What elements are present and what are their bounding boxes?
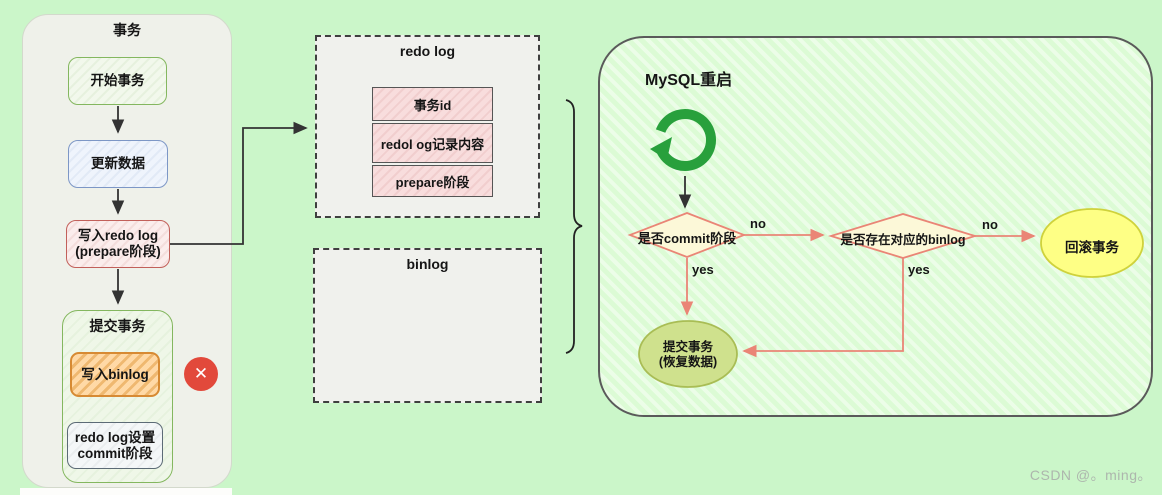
write-redo-log-node: 写入redo log (prepare阶段) xyxy=(66,220,170,268)
redo-row-prepare-stage: prepare阶段 xyxy=(372,165,493,197)
redo-row-transaction-id: 事务id xyxy=(372,87,493,121)
brace xyxy=(565,99,583,354)
redo-commit-stage-line1: redo log设置 xyxy=(74,429,156,445)
binlog-panel-title: binlog xyxy=(406,256,449,272)
commit-recover-line1: 提交事务 xyxy=(662,340,713,354)
redo-row-record-content: redol og记录内容 xyxy=(372,123,493,163)
mysql-restart-title: MySQL重启 xyxy=(645,72,733,89)
commit-group-title: 提交事务 xyxy=(89,318,146,334)
write-redo-log-line1: 写入redo log xyxy=(77,228,159,243)
rollback-label: 回滚事务 xyxy=(1065,240,1119,255)
bottom-white-strip xyxy=(20,488,232,495)
csdn-watermark: CSDN @。ming。 xyxy=(1029,467,1152,483)
write-redo-log-line2: (prepare阶段) xyxy=(75,244,161,259)
decision1-label: 是否commit阶段 xyxy=(637,231,737,246)
decision1-no-label: no xyxy=(750,216,766,231)
redo-commit-stage-node: redo log设置 commit阶段 xyxy=(67,422,163,469)
commit-recover-label: 提交事务 (恢复数据) xyxy=(639,340,737,370)
start-transaction-node: 开始事务 xyxy=(68,57,167,105)
decision2-no-label: no xyxy=(982,217,998,232)
binlog-panel xyxy=(313,248,542,403)
redo-commit-stage-line2: commit阶段 xyxy=(77,445,153,461)
update-data-node: 更新数据 xyxy=(68,140,168,188)
decision2-label: 是否存在对应的binlog xyxy=(840,233,966,247)
commit-recover-line2: (恢复数据) xyxy=(658,355,718,369)
transaction-panel-title: 事务 xyxy=(113,22,141,38)
decision2-yes-label: yes xyxy=(908,262,930,277)
decision1-yes-label: yes xyxy=(692,262,714,277)
redo-log-panel-title: redo log xyxy=(399,43,456,59)
error-cross-icon: ✕ xyxy=(184,357,218,391)
write-binlog-node: 写入binlog xyxy=(70,352,160,397)
